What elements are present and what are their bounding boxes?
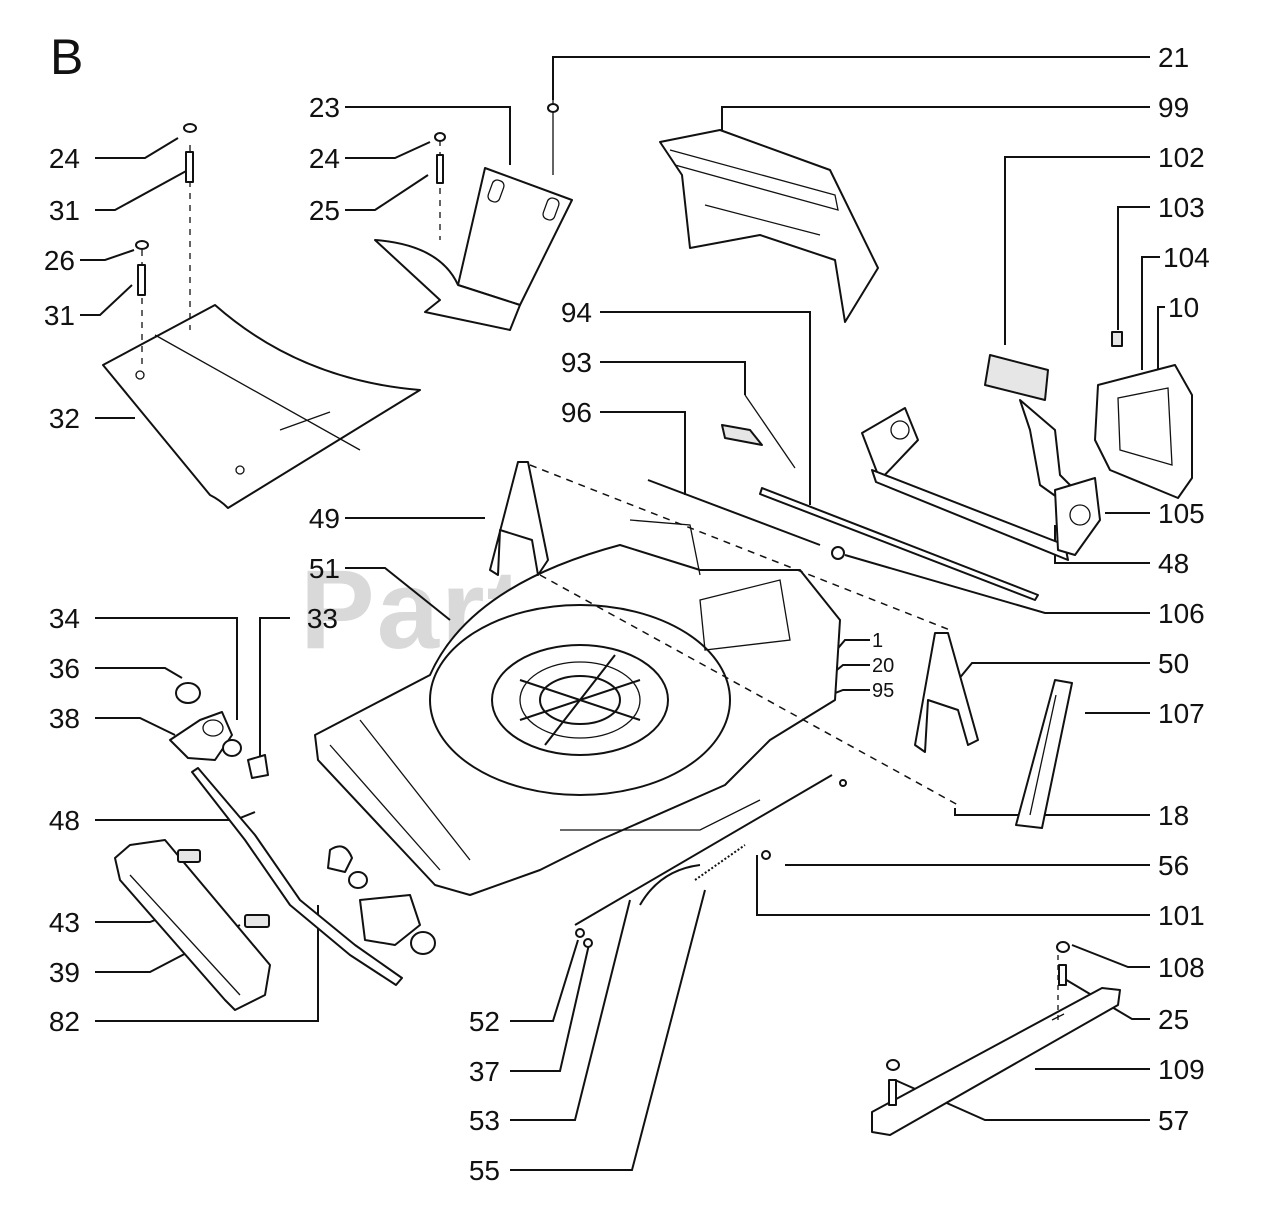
callout-107: 107 [1158,698,1205,729]
callout-26: 26 [44,245,75,276]
part-99-grass-deflector [659,129,879,323]
callout-25: 25 [309,195,340,226]
callout-103: 103 [1158,192,1205,223]
callout-32: 32 [49,403,80,434]
callout-43: 43 [49,907,80,938]
part-49-50-brackets [489,461,979,806]
callout-36: 36 [49,653,80,684]
callout-99: 99 [1158,92,1189,123]
callout-104: 104 [1163,242,1210,273]
part-23-guard-plate [374,95,573,331]
part-32-cover-plate [102,123,421,509]
callout-96: 96 [561,397,592,428]
callout-101: 101 [1158,900,1205,931]
callout-51: 51 [309,553,340,584]
callout-31: 31 [49,195,80,226]
callout-52: 52 [469,1006,500,1037]
callout-49: 49 [309,503,340,534]
part-33-38-wheel-bracket-left [169,682,403,986]
callout-55: 55 [469,1155,500,1186]
callout-33: 33 [307,603,338,634]
callout-21: 21 [1158,42,1189,73]
callout-93: 93 [561,347,592,378]
part-82-axle-lower [327,845,436,955]
callout-31: 31 [44,300,75,331]
callout-38: 38 [49,703,80,734]
callout-94: 94 [561,297,592,328]
callout-53: 53 [469,1105,500,1136]
callout-25: 25 [1158,1004,1189,1035]
callout-56: 56 [1158,850,1189,881]
callout-labels: 21 99 102 103 104 10 105 48 106 50 107 18 56 101 108 25… [44,42,1210,1186]
section-label: B [50,29,84,85]
callout-105: 105 [1158,498,1205,529]
callout-24: 24 [309,143,340,174]
callout-57: 57 [1158,1105,1189,1136]
callout-82: 82 [49,1006,80,1037]
callout-48: 48 [1158,548,1189,579]
part-94-96-rods [647,394,1039,601]
part-102-height-lever [984,354,1081,506]
part-107-strip [1015,679,1073,829]
callout-109: 109 [1158,1054,1205,1085]
part-51-mower-deck [314,519,841,896]
callout-50: 50 [1158,648,1189,679]
callout-10: 10 [1168,292,1199,323]
callout-18: 18 [1158,800,1189,831]
part-43-39-handle-plate [114,839,271,1011]
callout-106: 106 [1158,598,1205,629]
callout-34: 34 [49,603,80,634]
part-53-55-cable-spring [574,774,847,948]
callout-24: 24 [49,143,80,174]
callout-48: 48 [49,805,80,836]
part-105-axle-bracket [861,407,1101,561]
callout-39: 39 [49,957,80,988]
callout-20: 20 [872,655,894,677]
leader-lines [80,56,1165,1171]
callout-102: 102 [1158,142,1205,173]
callout-1: 1 [872,630,883,652]
callout-95: 95 [872,680,894,702]
callout-108: 108 [1158,952,1205,983]
part-104-housing [1094,331,1193,499]
callout-37: 37 [469,1056,500,1087]
part-109-roller-bar [871,941,1121,1136]
callout-23: 23 [309,92,340,123]
